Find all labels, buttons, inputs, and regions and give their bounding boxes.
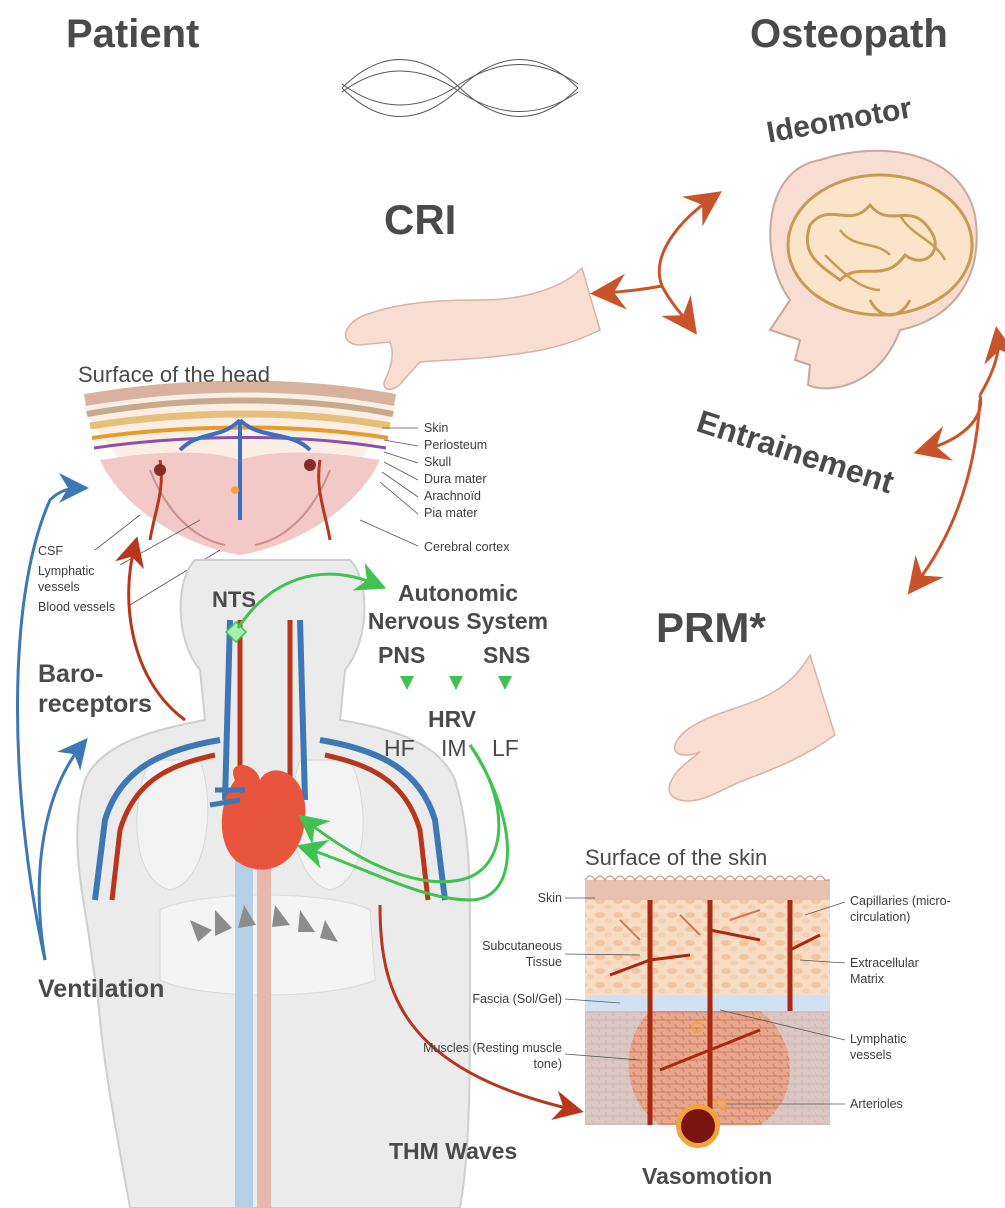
head-cross-section xyxy=(85,387,395,556)
fascia-label: Fascia (Sol/Gel) xyxy=(440,992,562,1006)
ans-line1: Autonomic xyxy=(353,580,563,607)
vasomotion-label: Vasomotion xyxy=(642,1163,772,1190)
small-green-arrows xyxy=(400,676,512,690)
head-layer-periosteum: Periosteum xyxy=(424,438,487,452)
head-layer-arachnoid: Arachnoïd xyxy=(424,489,481,503)
lf-label: LF xyxy=(492,735,519,762)
nts-label: NTS xyxy=(212,587,256,613)
head-section-title: Surface of the head xyxy=(78,362,270,388)
blue-arrows xyxy=(18,488,83,960)
skin-label: Skin xyxy=(440,891,562,905)
osteopath-header: Osteopath xyxy=(750,12,948,57)
hand-top-icon xyxy=(346,268,600,389)
head-layer-pia: Pia mater xyxy=(424,506,478,520)
im-label: IM xyxy=(441,735,467,762)
head-layer-dura: Dura mater xyxy=(424,472,487,486)
skin-lymphatic-label: Lymphatic vessels xyxy=(850,1031,930,1063)
prm-label: PRM* xyxy=(656,604,766,652)
skin-section-title: Surface of the skin xyxy=(585,845,767,871)
baroreceptors-line2: receptors xyxy=(38,690,152,719)
ans-line2: Nervous System xyxy=(353,608,563,635)
baroreceptors-line1: Baro- xyxy=(38,660,103,689)
lymphatic-label: Lymphatic vessels xyxy=(38,563,108,595)
hrv-label: HRV xyxy=(428,706,476,733)
head-brain-icon xyxy=(770,151,977,389)
arterioles-label: Arterioles xyxy=(850,1097,903,1111)
skin-cross-section xyxy=(585,876,830,1148)
muscles-label: Muscles (Resting muscle tone) xyxy=(420,1040,562,1072)
blood-vessels-label: Blood vessels xyxy=(38,600,115,614)
capillaries-label: Capillaries (micro-circulation) xyxy=(850,893,980,925)
sns-label: SNS xyxy=(483,642,530,669)
wave-icon xyxy=(342,60,578,117)
head-layer-cortex: Cerebral cortex xyxy=(424,540,509,554)
ventilation-label: Ventilation xyxy=(38,975,164,1004)
pns-label: PNS xyxy=(378,642,425,669)
hf-label: HF xyxy=(384,735,415,762)
subcutaneous-label: Subcutaneous Tissue xyxy=(462,938,562,970)
head-layer-skin: Skin xyxy=(424,421,448,435)
cri-label: CRI xyxy=(384,196,456,244)
thm-waves-label: THM Waves xyxy=(389,1138,517,1165)
patient-header: Patient xyxy=(66,12,199,57)
ecm-label: Extracellular Matrix xyxy=(850,955,940,987)
csf-label: CSF xyxy=(38,544,63,558)
hand-bottom-icon xyxy=(669,655,835,801)
head-layer-skull: Skull xyxy=(424,455,451,469)
